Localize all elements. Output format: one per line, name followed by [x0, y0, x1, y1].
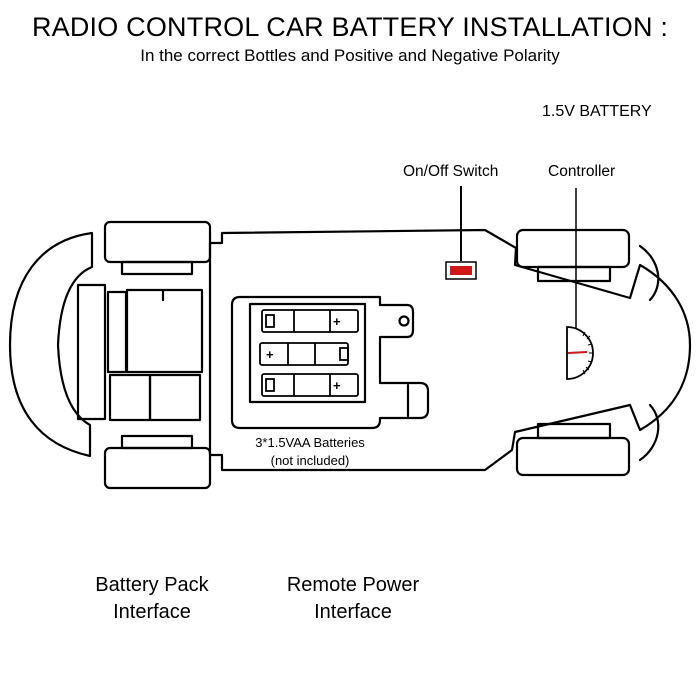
battery-pack-interface-line1: Battery Pack [95, 574, 209, 596]
chassis-body [208, 228, 692, 472]
rear-right-wheel [103, 446, 212, 490]
controller-gauge-ticks [582, 331, 593, 375]
battery-1 [261, 309, 359, 333]
front-right-arch [638, 403, 660, 462]
front-left-arch [638, 244, 660, 302]
compartment-screw-hole [398, 315, 410, 327]
rear-bumper [8, 231, 94, 458]
battery-tray [248, 302, 367, 404]
battery-3 [261, 373, 359, 397]
on-off-switch-indicator [450, 266, 472, 275]
controller-label: Controller [548, 163, 616, 180]
battery-caption: 3*1.5VAA Batteries (not included) [230, 434, 390, 470]
remote-power-interface-line1: Remote Power [286, 574, 420, 596]
front-right-wheel-hub [536, 422, 612, 440]
rear-left-wheel-hub [120, 260, 194, 276]
front-left-wheel [515, 228, 631, 269]
battery-compartment [230, 295, 430, 430]
controller-gauge-needle [567, 351, 588, 354]
battery-pack-interface-line2: Interface [113, 601, 191, 623]
rear-gear-cover-left [108, 373, 152, 422]
battery-2-plus-sign: + [266, 347, 274, 362]
rear-motor-plate [76, 283, 107, 421]
page-title: RADIO CONTROL CAR BATTERY INSTALLATION : [31, 12, 669, 42]
rear-right-wheel-hub [120, 434, 194, 450]
battery-voltage-label: 1.5V BATTERY [542, 103, 652, 120]
page-subtitle: In the correct Bottles and Positive and … [140, 46, 560, 65]
on-off-switch-label: On/Off Switch [403, 163, 499, 180]
front-left-wheel-hub [536, 265, 612, 283]
battery-3-plus-sign: + [333, 378, 341, 393]
battery-caption-line2: (not included) [270, 453, 350, 468]
front-right-wheel [515, 436, 631, 477]
battery-1-plus-sign: + [333, 314, 341, 329]
rear-left-wheel [103, 220, 212, 264]
battery-2 [259, 342, 349, 366]
rear-gearbox [125, 288, 204, 374]
remote-power-interface-line2: Interface [314, 601, 392, 623]
battery-caption-line1: 3*1.5VAA Batteries [255, 435, 365, 450]
rear-gear-block [106, 290, 128, 374]
battery-pack-interface-label: Battery Pack Interface [72, 572, 232, 626]
remote-power-interface-label: Remote Power Interface [258, 572, 448, 626]
rear-gear-cover-right [148, 373, 202, 422]
